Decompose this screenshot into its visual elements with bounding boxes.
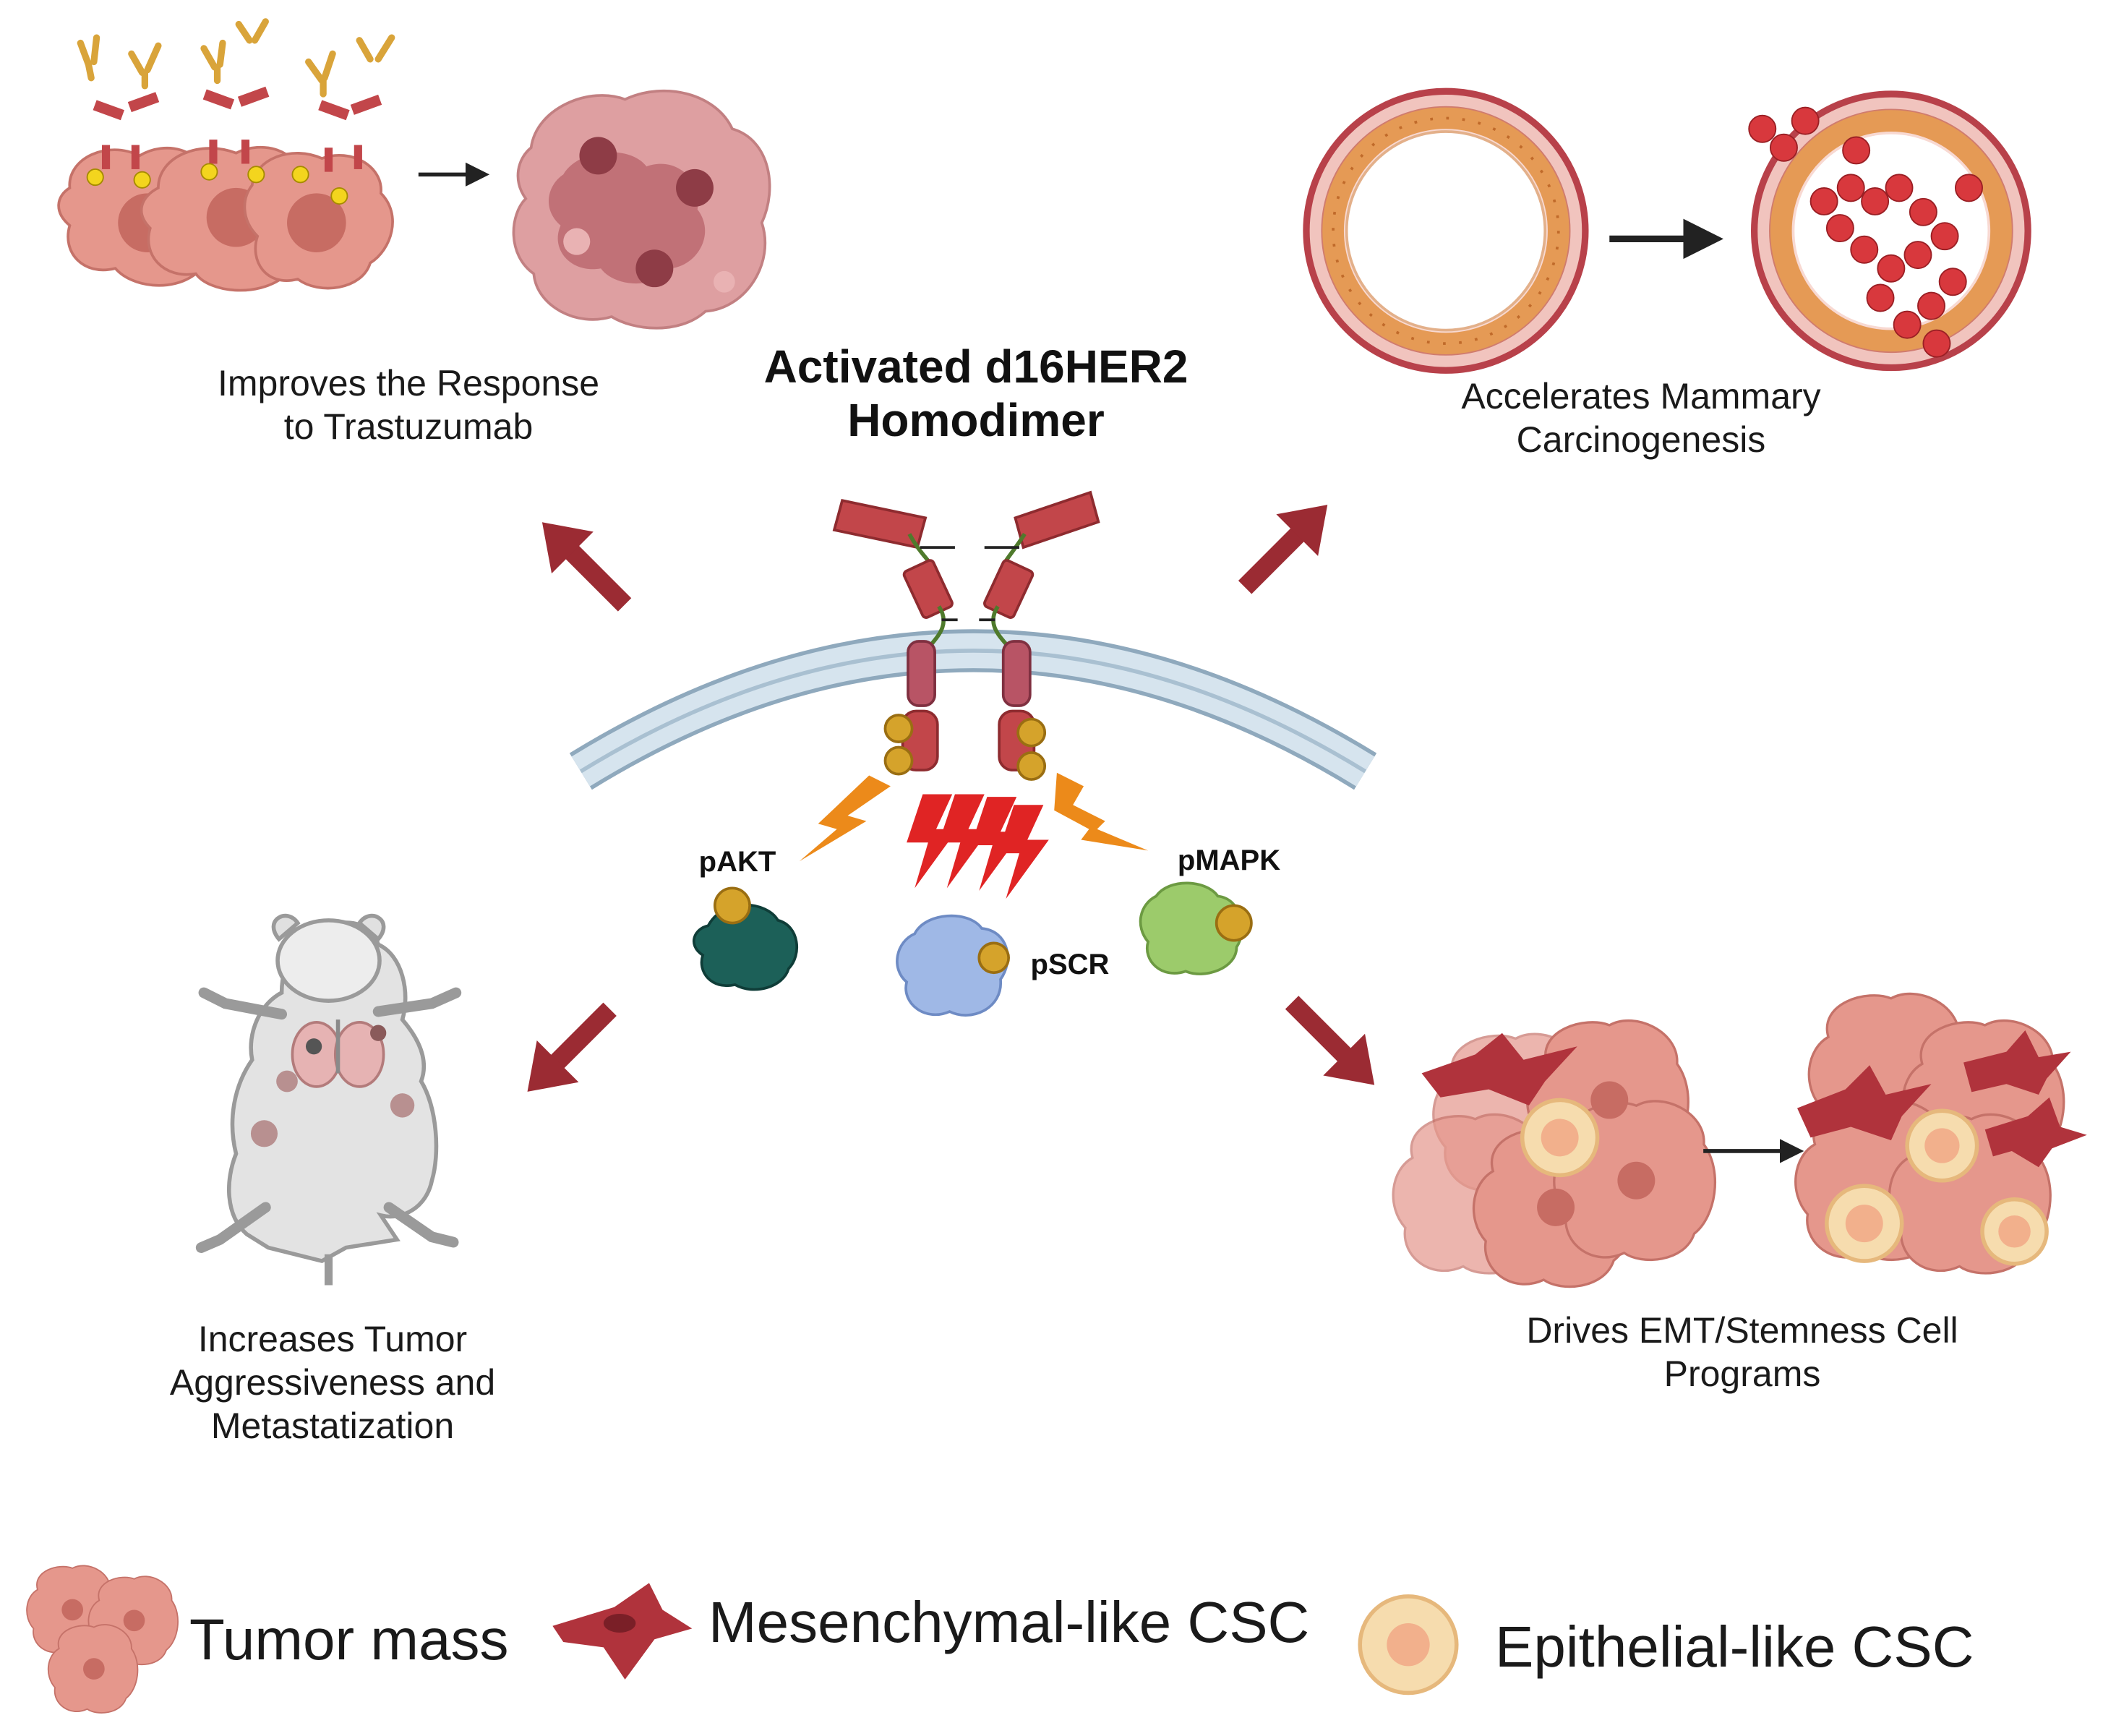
emt-panel (1392, 992, 2087, 1288)
mammary-duct-panel (1303, 87, 2031, 374)
dying-tumor-cells (512, 89, 771, 330)
epithelial-csc-after (1825, 1108, 2049, 1266)
signal-bolts (799, 772, 1149, 899)
pmapk-label: pMAPK (1177, 845, 1281, 876)
pscr-protein (896, 914, 1010, 1017)
pscr-label: pSCR (1030, 949, 1110, 980)
metastasis-caption: Increases Tumor Aggressiveness and Metas… (169, 1319, 496, 1446)
mesenchymal-csc-after (1797, 1030, 2087, 1168)
tumor-cells-with-antibodies (57, 18, 395, 292)
legend-tumor-mass-icon (26, 1565, 179, 1714)
legend-tumor-mass-label: Tumor mass (189, 1607, 509, 1672)
trastuzumab-caption: Improves the Response to Trastuzumab (217, 363, 600, 447)
normal-duct (1303, 87, 1589, 374)
trastuzumab-panel (57, 18, 771, 330)
carcinogenesis-caption: Accelerates Mammary Carcinogenesis (1461, 376, 1821, 460)
pmapk-protein (1139, 881, 1253, 975)
legend-epithelial-csc-icon (1358, 1594, 1459, 1696)
legend-mesenchymal-csc-label: Mesenchymal-like CSC (708, 1590, 1310, 1654)
figure-title: Activated d16HER2 Homodimer (763, 341, 1188, 447)
legend-epithelial-csc-label: Epithelial-like CSC (1495, 1615, 1974, 1679)
neoplastic-duct (1748, 90, 2031, 372)
pakt-label: pAKT (698, 846, 776, 878)
mouse-metastasis-panel (195, 913, 462, 1286)
outcome-arrows (527, 505, 1375, 1092)
cell-membrane (569, 629, 1377, 790)
mesenchymal-csc-before (1421, 1032, 1577, 1106)
pakt-protein (693, 886, 799, 991)
emt-caption: Drives EMT/Stemness Cell Programs (1526, 1310, 1958, 1394)
epithelial-csc-before (1520, 1098, 1600, 1178)
her2-homodimer (832, 490, 1100, 781)
